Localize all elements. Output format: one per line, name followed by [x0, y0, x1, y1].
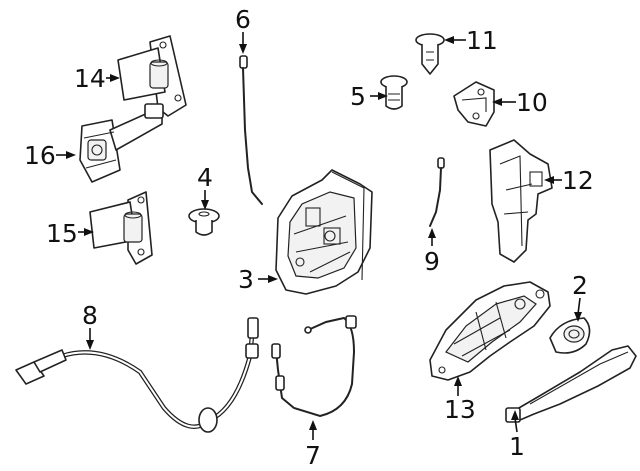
- callout-15: 15: [46, 219, 78, 248]
- callout-16: 16: [24, 141, 56, 170]
- part-14-upper-hinge: [117, 35, 187, 117]
- part-3-latch: [275, 169, 373, 295]
- part-8-cable: [15, 317, 259, 433]
- part-1-outside-handle: [505, 345, 637, 423]
- part-7-cable: [271, 315, 357, 418]
- callout-10: 10: [516, 88, 548, 117]
- callout-1: 1: [509, 432, 525, 461]
- part-16-door-check: [79, 103, 164, 183]
- callout-4: 4: [197, 163, 213, 192]
- callout-13: 13: [444, 395, 476, 424]
- part-2-cap: [549, 317, 591, 354]
- callout-8: 8: [82, 301, 98, 330]
- callout-5: 5: [350, 82, 366, 111]
- part-5-grommet: [380, 75, 408, 110]
- part-9-rod: [429, 157, 445, 227]
- part-15-lower-hinge: [89, 191, 153, 265]
- callout-12: 12: [562, 166, 594, 195]
- callout-arrows: [56, 32, 582, 440]
- part-12-bracket: [489, 139, 553, 263]
- callout-9: 9: [424, 247, 440, 276]
- callout-14: 14: [74, 64, 106, 93]
- callout-6: 6: [235, 5, 251, 34]
- part-13-handle-carrier: [429, 281, 551, 381]
- part-10-striker: [453, 81, 495, 127]
- part-6-rod: [239, 55, 263, 205]
- part-11-clip: [415, 33, 445, 75]
- callout-11: 11: [466, 26, 498, 55]
- callout-7: 7: [305, 441, 321, 470]
- callout-3: 3: [238, 265, 254, 294]
- callout-labels: 1 2 3 4 5 6 7 8 9 10 11 12 13 14 15 16: [24, 5, 594, 470]
- part-4-plug: [188, 208, 220, 236]
- callout-2: 2: [572, 271, 588, 300]
